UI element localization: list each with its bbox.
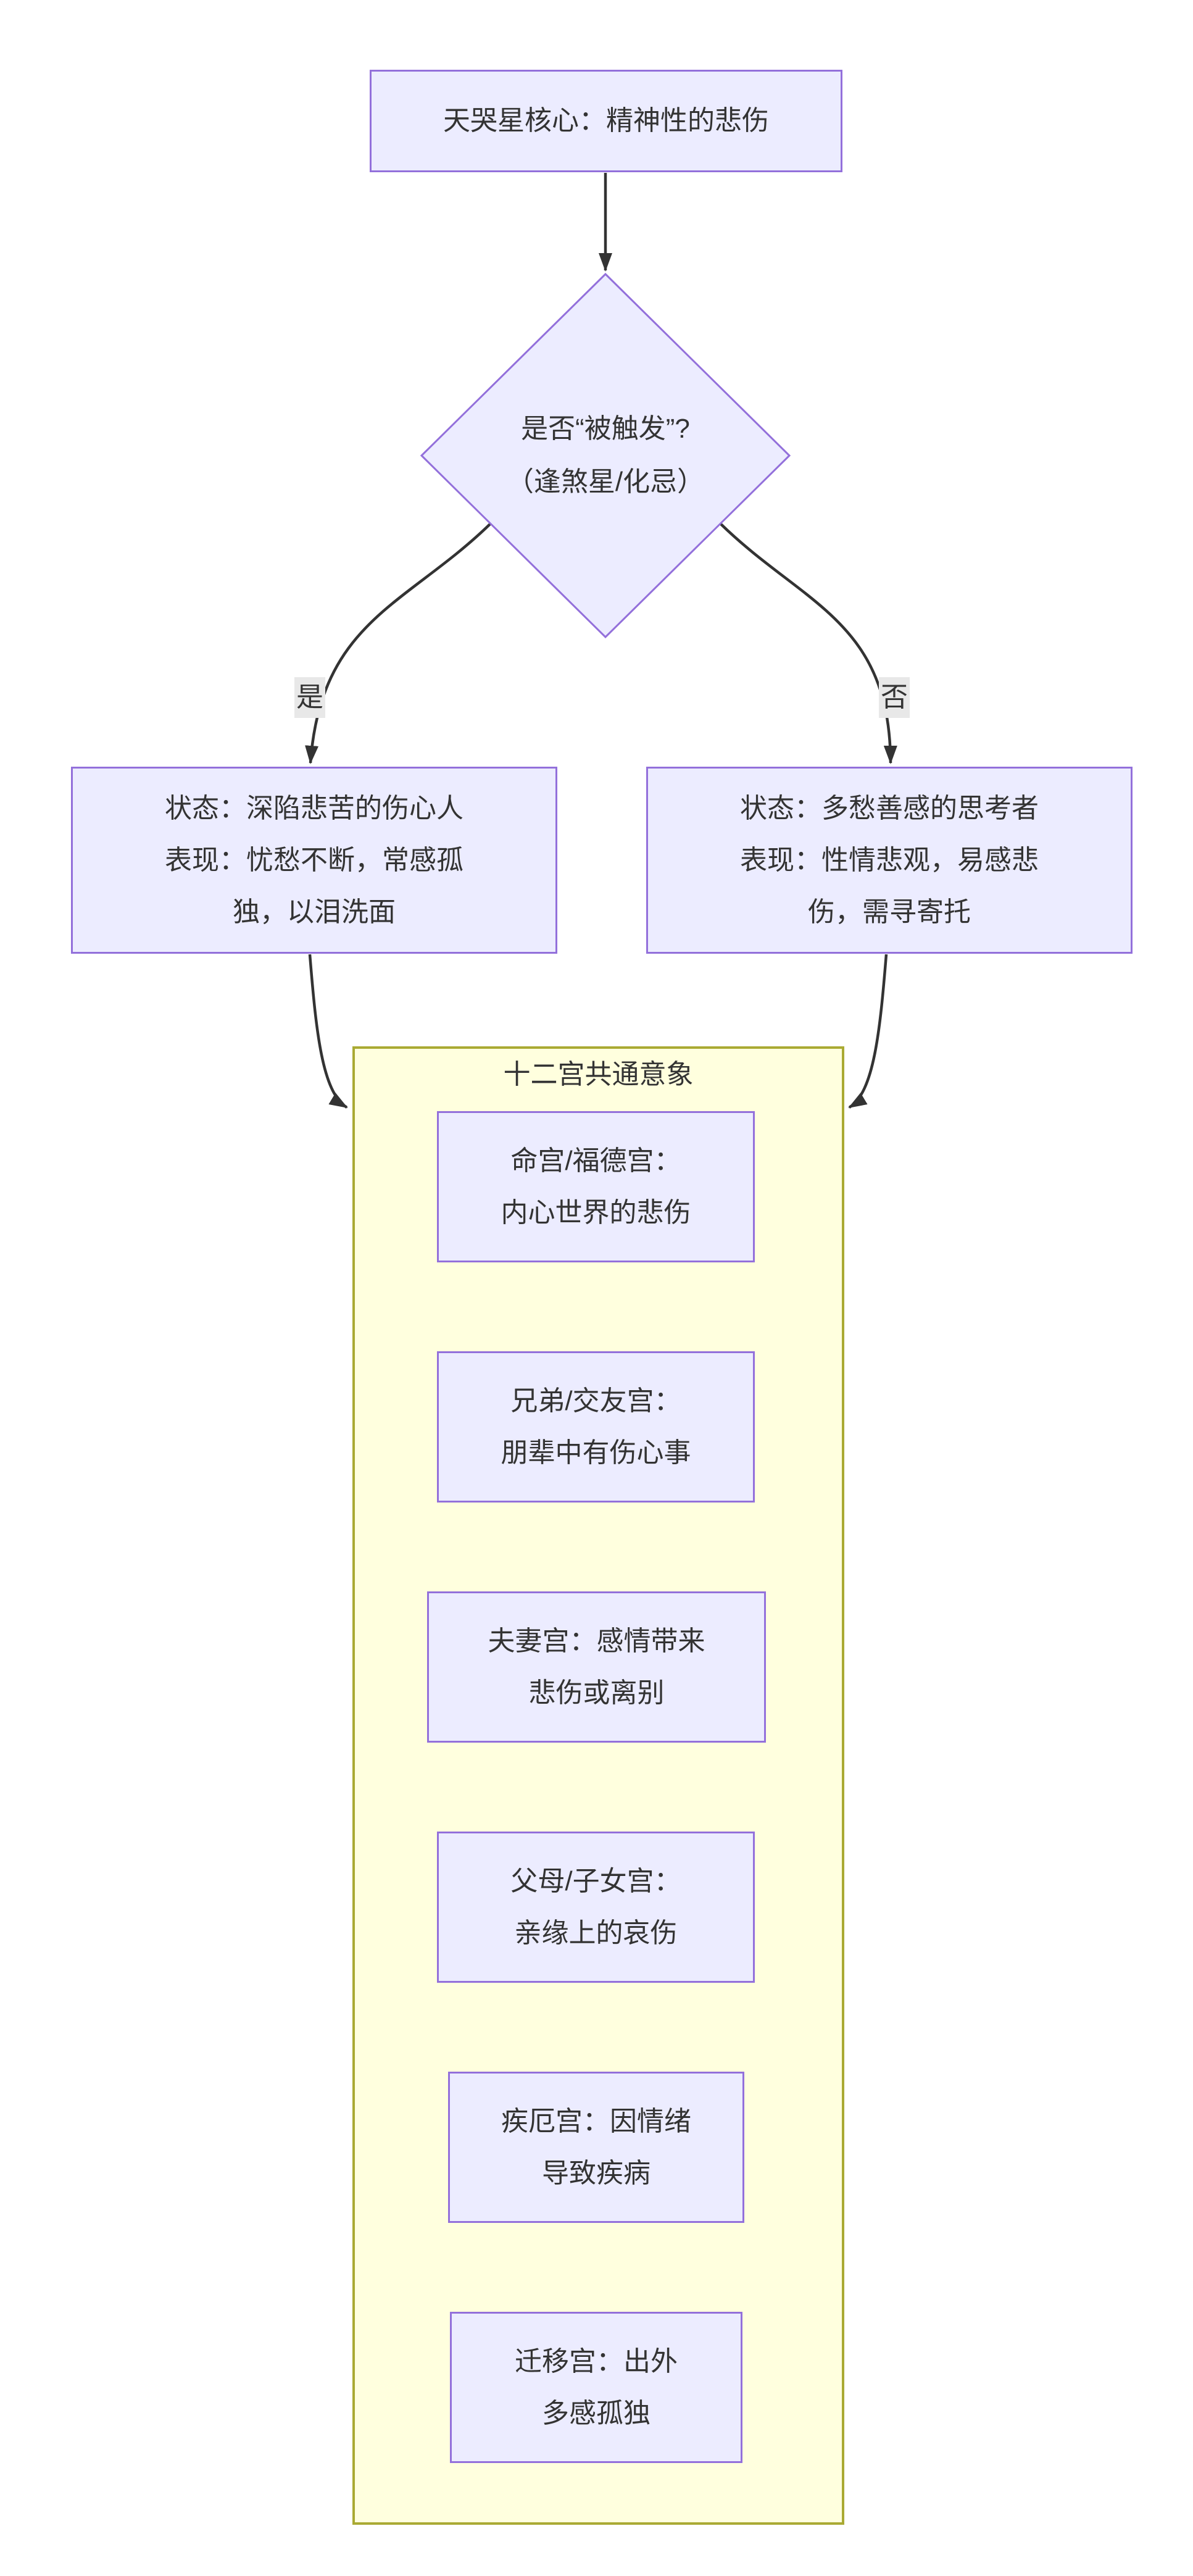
- palace-xiongdi-jiaoyou-line-2: 朋辈中有伤心事: [501, 1437, 691, 1468]
- palace-qianyi-line-2: 多感孤独: [542, 2398, 651, 2428]
- palace-qianyi-line-1: 迁移宫：出外: [515, 2346, 678, 2377]
- edge-triggered-to-subgraph: [308, 954, 348, 1109]
- palace-fuqi: 夫妻宫：感情带来 悲伤或离别: [427, 1591, 766, 1743]
- palace-jie-line-1: 疾厄宫：因情绪: [501, 2106, 691, 2136]
- triggered-line-2: 表现：忧愁不断，常感孤: [165, 844, 463, 875]
- palace-fuqi-line-1: 夫妻宫：感情带来: [488, 1625, 705, 1656]
- subgraph-twelve-palaces: [352, 1046, 844, 2525]
- palace-ming-fude-line-2: 内心世界的悲伤: [501, 1197, 691, 1228]
- decision-diamond-shape: [420, 272, 791, 639]
- node-tianku-core-label: 天哭星核心：精神性的悲伤: [443, 106, 769, 136]
- palace-jie: 疾厄宫：因情绪 导致疾病: [448, 2072, 744, 2223]
- node-decision: 是否“被触发”? （逢煞星/化忌）: [422, 402, 789, 509]
- palace-fumu-zinv: 父母/子女宫： 亲缘上的哀伤: [437, 1832, 755, 1983]
- edge-label-no: 否: [879, 677, 910, 718]
- palace-jie-line-2: 导致疾病: [542, 2157, 651, 2188]
- palace-ming-fude: 命宫/福德宫： 内心世界的悲伤: [437, 1111, 755, 1262]
- node-tianku-core: 天哭星核心：精神性的悲伤: [370, 70, 842, 172]
- untriggered-line-3: 伤，需寻寄托: [808, 896, 971, 927]
- palace-xiongdi-jiaoyou-line-1: 兄弟/交友宫：: [510, 1385, 681, 1416]
- edge-untriggered-to-subgraph: [848, 954, 888, 1109]
- decision-line-2: （逢煞星/化忌）: [506, 467, 705, 497]
- edge-decision-no: [719, 522, 897, 764]
- edge-decision-yes: [305, 522, 492, 764]
- node-triggered-state: 状态：深陷悲苦的伤心人 表现：忧愁不断，常感孤 独，以泪洗面: [71, 767, 557, 954]
- palace-fuqi-line-2: 悲伤或离别: [528, 1677, 665, 1708]
- untriggered-line-1: 状态：多愁善感的思考者: [740, 793, 1039, 823]
- palace-fumu-zinv-line-2: 亲缘上的哀伤: [514, 1917, 678, 1948]
- palace-fumu-zinv-line-1: 父母/子女宫：: [510, 1865, 681, 1896]
- edge-label-yes: 是: [294, 677, 325, 718]
- untriggered-line-2: 表现：性情悲观，易感悲: [740, 844, 1039, 875]
- subgraph-title: 十二宫共通意象: [503, 1059, 694, 1090]
- triggered-line-1: 状态：深陷悲苦的伤心人: [165, 793, 463, 823]
- palace-qianyi: 迁移宫：出外 多感孤独: [450, 2312, 742, 2463]
- palace-ming-fude-line-1: 命宫/福德宫：: [510, 1145, 681, 1176]
- decision-line-1: 是否“被触发”?: [521, 414, 690, 444]
- palace-xiongdi-jiaoyou: 兄弟/交友宫： 朋辈中有伤心事: [437, 1351, 755, 1503]
- triggered-line-3: 独，以泪洗面: [233, 896, 396, 927]
- node-untriggered-state: 状态：多愁善感的思考者 表现：性情悲观，易感悲 伤，需寻寄托: [646, 767, 1133, 954]
